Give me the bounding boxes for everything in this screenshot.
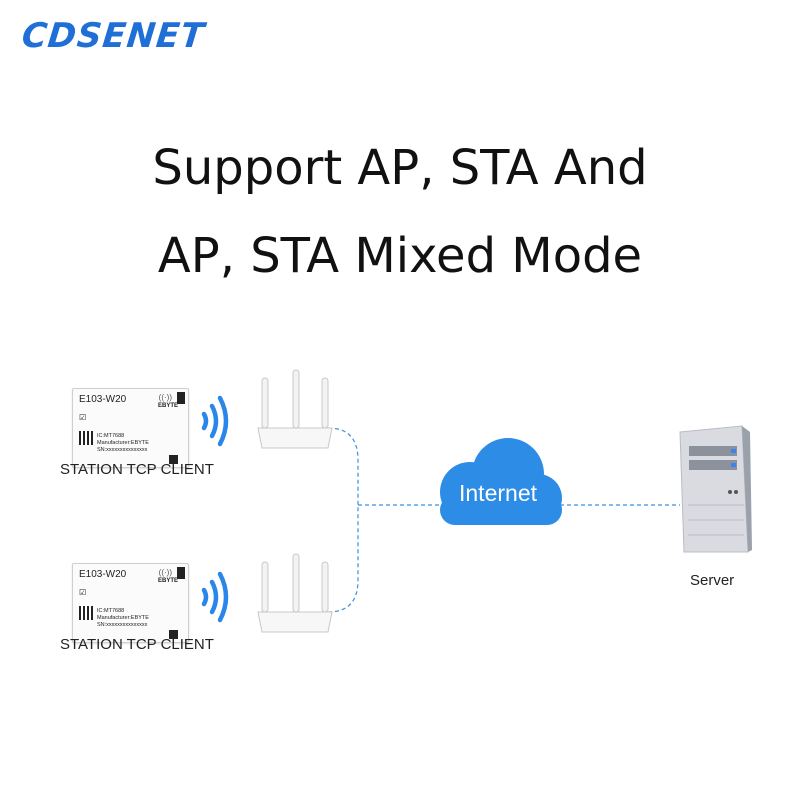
client-2-caption: STATION TCP CLIENT [60, 636, 214, 653]
module-brand: EBYTE [157, 578, 178, 584]
router-1-icon [257, 369, 333, 449]
internet-label: Internet [459, 480, 537, 506]
antenna-pad [177, 392, 185, 404]
client-1-caption: STATION TCP CLIENT [60, 461, 214, 478]
server-label: Server [690, 572, 735, 589]
headline-line-1: Support AP, STA And [152, 140, 648, 196]
module-manufacturer: Manufacturer:EBYTE [97, 440, 149, 446]
wifi-module-1: E103-W20 ((·)) EBYTE ☑ IC:MT7688 Manufac… [72, 388, 189, 468]
antenna-pad [177, 567, 185, 579]
module-pad [169, 630, 178, 639]
network-links [327, 427, 680, 613]
link-router-2 [327, 505, 359, 613]
internet-cloud-icon [440, 438, 562, 525]
module-ic: IC:MT7688 [97, 608, 125, 614]
module-model: E103-W20 [79, 569, 127, 580]
wifi-module-2: E103-W20 ((·)) EBYTE ☑ IC:MT7688 Manufac… [72, 563, 189, 643]
module-brand: EBYTE [157, 403, 178, 409]
router-2-icon [257, 553, 333, 633]
qr-code-icon [79, 606, 93, 620]
brand-mark-icon: ((·)) [158, 568, 172, 577]
certification-mark-icon: ☑ [79, 588, 87, 597]
module-ic: IC:MT7688 [97, 433, 125, 439]
link-router-1 [327, 427, 359, 505]
brand-mark-icon: ((·)) [158, 393, 172, 402]
module-serial: SN:xxxxxxxxxxxxxxx [97, 622, 148, 628]
certification-mark-icon: ☑ [79, 413, 87, 422]
wifi-signal-2-icon [201, 571, 229, 623]
headline-line-2: AP, STA Mixed Mode [157, 228, 643, 284]
module-pad [169, 455, 178, 464]
module-manufacturer: Manufacturer:EBYTE [97, 615, 149, 621]
qr-code-icon [79, 431, 93, 445]
module-serial: SN:xxxxxxxxxxxxxxx [97, 447, 148, 453]
server-icon [679, 425, 752, 553]
module-model: E103-W20 [79, 394, 127, 405]
wifi-signal-1-icon [201, 395, 229, 447]
